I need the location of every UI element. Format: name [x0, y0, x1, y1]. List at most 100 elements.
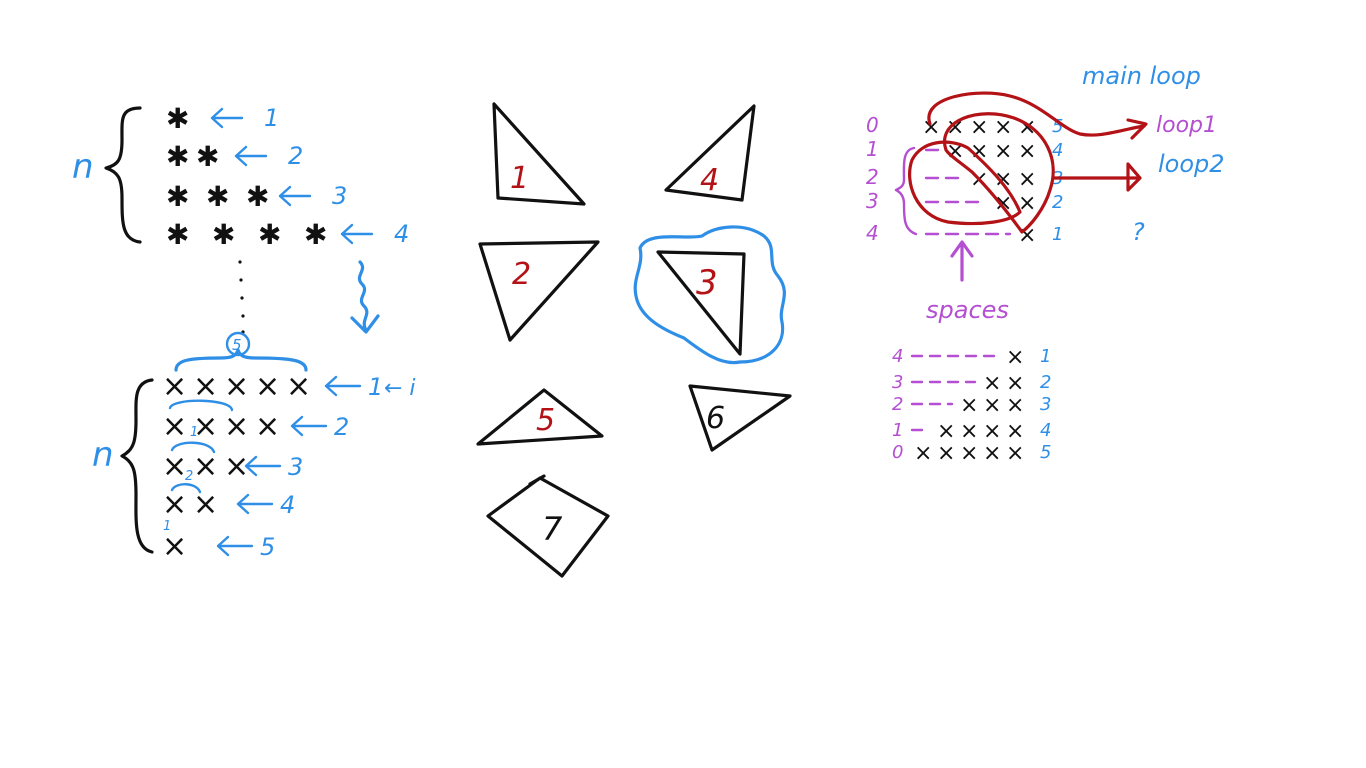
- x-mark: ×: [1006, 371, 1024, 396]
- row-count: 5: [1040, 442, 1051, 463]
- n-label-top: n: [72, 147, 94, 187]
- x-mark: ×: [994, 139, 1012, 164]
- x-mark: ×: [162, 449, 187, 484]
- row-count: 2: [1052, 192, 1063, 213]
- inner-label-2: 2: [185, 469, 193, 484]
- row-count: 4: [1040, 420, 1051, 441]
- x-mark: ×: [960, 393, 978, 418]
- row-number: 2: [288, 142, 303, 170]
- x-mark: ×: [1018, 139, 1036, 164]
- triangle-2-label: 2: [512, 257, 531, 292]
- x-mark: ×: [162, 487, 187, 522]
- row-arrow: [234, 145, 268, 167]
- x-mark: ×: [1018, 191, 1036, 216]
- circled-5-label: 5: [232, 336, 242, 354]
- x-mark: ×: [224, 369, 249, 404]
- x-mark: ×: [970, 115, 988, 140]
- loop-x-grid: ×××××××××××××××: [922, 115, 1036, 248]
- row-number: 4: [280, 491, 295, 519]
- row-number: 4: [394, 220, 409, 248]
- triangle-4: [664, 104, 756, 202]
- row-index: 0: [892, 442, 903, 463]
- row-count: 4: [1052, 140, 1063, 161]
- star-mark: ✱: [166, 180, 189, 213]
- star-mark: ✱: [212, 218, 235, 251]
- x-mark: ×: [960, 419, 978, 444]
- row-index: 1: [892, 420, 903, 441]
- x-rows: ×××××××××××××××: [162, 369, 311, 564]
- x-mark: ×: [983, 393, 1001, 418]
- top-brace: [174, 348, 308, 372]
- x-mark: ×: [162, 369, 187, 404]
- star-mark: ✱: [258, 218, 281, 251]
- x-mark: ×: [914, 441, 932, 466]
- row-number: 2: [334, 413, 349, 441]
- loop3-label: ?: [1132, 218, 1145, 246]
- x-mark: ×: [994, 115, 1012, 140]
- spaces-arrow: [950, 240, 974, 282]
- triangle-3-label: 3: [696, 263, 718, 303]
- circled-5-ring: [225, 331, 251, 357]
- row-number: 3: [332, 182, 347, 210]
- inner-label-1: 1: [190, 425, 198, 440]
- star-mark: ✱: [304, 218, 327, 251]
- star-rows: ✱✱✱✱✱✱✱✱✱✱: [166, 102, 327, 251]
- dotted-continuation: [238, 260, 245, 334]
- x-mark: ×: [983, 419, 1001, 444]
- triangle-6: [688, 384, 792, 452]
- row-number: 3: [288, 453, 303, 481]
- row-arrow: [290, 415, 328, 437]
- star-mark: ✱: [206, 180, 229, 213]
- row-index-note: ← i: [384, 376, 416, 401]
- x-mark: ×: [1018, 223, 1036, 248]
- row-number: 1: [264, 104, 279, 132]
- spaces-label: spaces: [926, 296, 1009, 324]
- triangle-2: [478, 240, 600, 342]
- x-mark: ×: [922, 115, 940, 140]
- loop2-outline: [908, 140, 1022, 226]
- row-number: 1: [368, 373, 383, 401]
- x-mark: ×: [1006, 419, 1024, 444]
- left-curly-brace-top: [104, 106, 142, 244]
- triangle-5: [476, 388, 604, 446]
- x-mark: ×: [193, 449, 218, 484]
- row-index: 4: [892, 346, 903, 367]
- x-row-arrows: 1← i 2 3 45: [216, 373, 416, 561]
- row-count: 2: [1040, 372, 1051, 393]
- star-mark: ✱: [166, 218, 189, 251]
- x-mark: ×: [255, 369, 280, 404]
- triangle-6-label: 6: [706, 401, 725, 436]
- star-mark: ✱: [246, 180, 269, 213]
- x-mark: ×: [994, 191, 1012, 216]
- x-mark: ×: [193, 487, 218, 522]
- x-mark: ×: [983, 441, 1001, 466]
- wavy-down-arrow: [357, 260, 369, 332]
- x-mark: ×: [193, 409, 218, 444]
- triangle-5-label: 5: [536, 403, 555, 438]
- row-index: 3: [892, 372, 903, 393]
- x-mark: ×: [937, 441, 955, 466]
- main-loop-outline: [927, 91, 1146, 137]
- loop1-outline: [942, 112, 1055, 234]
- row-number: 5: [260, 533, 275, 561]
- triangle-4-label: 4: [700, 163, 719, 198]
- n-label-bottom: n: [92, 435, 114, 475]
- loop-space-dashes: [924, 148, 1012, 236]
- star-row-arrows: 12 3 4: [210, 104, 409, 248]
- star-mark: ✱: [196, 140, 219, 173]
- row-arrow: [340, 223, 374, 245]
- row-count: 1: [1052, 224, 1063, 245]
- x-mark: ×: [1006, 441, 1024, 466]
- row-count: 1: [1040, 346, 1051, 367]
- triangle-3-highlight-cloud: [633, 225, 786, 365]
- row-index: 2: [866, 165, 879, 189]
- row-index: 0: [866, 113, 879, 137]
- inner-label-3: 1: [163, 519, 171, 534]
- x-mark: ×: [983, 371, 1001, 396]
- left-curly-brace-bottom: [120, 378, 154, 554]
